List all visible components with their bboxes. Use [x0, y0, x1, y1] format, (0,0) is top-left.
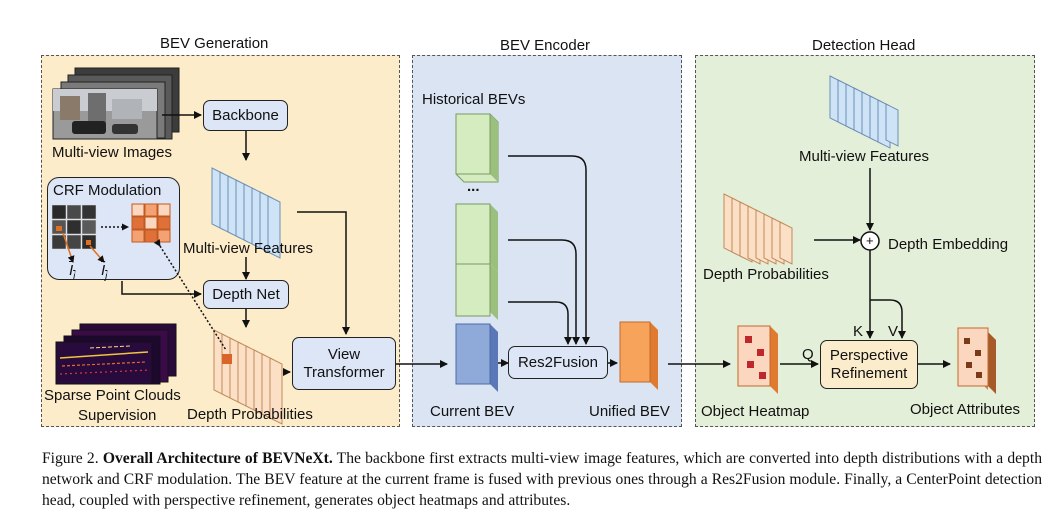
view-transformer-line2: Transformer	[303, 363, 385, 381]
q-label: Q	[802, 346, 814, 363]
unified-bev-label: Unified BEV	[589, 403, 670, 420]
bev-encoder-title: BEV Encoder	[500, 37, 591, 54]
depth-net-box: Depth Net	[203, 280, 289, 309]
multi-view-images-label: Multi-view Images	[52, 144, 173, 161]
depth-probabilities-stack-head	[723, 193, 793, 265]
depth-probabilities-label-generation: Depth Probabilities	[187, 406, 313, 423]
i-i-sub: i	[73, 271, 76, 282]
depth-probabilities-stack-generation	[213, 329, 283, 425]
perspective-refinement-box: Perspective Refinement	[820, 340, 918, 389]
view-transformer-box: View Transformer	[292, 337, 396, 390]
historical-bevs-label: Historical BEVs	[422, 91, 526, 108]
detection-head-title: Detection Head	[812, 37, 916, 54]
sparse-point-clouds-label: Sparse Point Clouds	[44, 387, 181, 404]
ellipsis-label: ...	[467, 178, 480, 195]
i-i-label: Ii	[69, 262, 75, 285]
caption-title: Overall Architecture of BEVNeXt.	[102, 450, 333, 467]
multi-view-images-stack	[52, 67, 180, 140]
i-j-base: I	[101, 262, 106, 279]
bev-generation-title: BEV Generation	[160, 35, 269, 52]
i-i-base: I	[69, 262, 74, 279]
caption-prefix: Figure 2.	[42, 450, 103, 467]
historical-bev-3	[455, 263, 498, 320]
perspective-refinement-line1: Perspective	[829, 346, 909, 364]
res2fusion-box: Res2Fusion	[508, 346, 608, 379]
historical-bev-1	[455, 113, 499, 183]
multi-view-features-stack-head	[829, 75, 899, 149]
multi-view-features-stack-generation	[211, 167, 281, 259]
object-heatmap-label: Object Heatmap	[701, 403, 810, 420]
k-label: K	[853, 323, 864, 340]
unified-bev-block	[619, 321, 658, 390]
figure-caption: Figure 2. Overall Architecture of BEVNeX…	[42, 448, 1042, 511]
object-attributes-block	[957, 327, 996, 394]
crf-image-grid	[51, 204, 97, 250]
depth-embedding-label: Depth Embedding	[888, 236, 1009, 253]
caption-body: The backbone first extracts multi-view i…	[42, 450, 1042, 509]
object-attributes-label: Object Attributes	[910, 401, 1021, 418]
i-j-sub: j	[105, 271, 108, 282]
current-bev-block	[455, 323, 498, 392]
depth-probabilities-label-head: Depth Probabilities	[703, 266, 829, 283]
multi-view-features-label-head: Multi-view Features	[799, 148, 930, 165]
supervision-label: Supervision	[78, 407, 157, 424]
sparse-point-clouds-stack	[55, 323, 177, 385]
view-transformer-line1: View	[327, 345, 361, 363]
historical-bev-2	[455, 203, 498, 272]
backbone-box: Backbone	[203, 100, 288, 131]
multi-view-features-label-generation: Multi-view Features	[183, 240, 314, 257]
plus-symbol: +	[866, 233, 874, 248]
v-label: V	[888, 323, 899, 340]
object-heatmap-block	[737, 325, 778, 394]
i-j-label: Ij	[101, 262, 107, 285]
crf-modulation-label: CRF Modulation	[53, 182, 162, 199]
crf-output-grid	[131, 203, 171, 243]
current-bev-label: Current BEV	[430, 403, 515, 420]
perspective-refinement-line2: Refinement	[830, 364, 908, 382]
